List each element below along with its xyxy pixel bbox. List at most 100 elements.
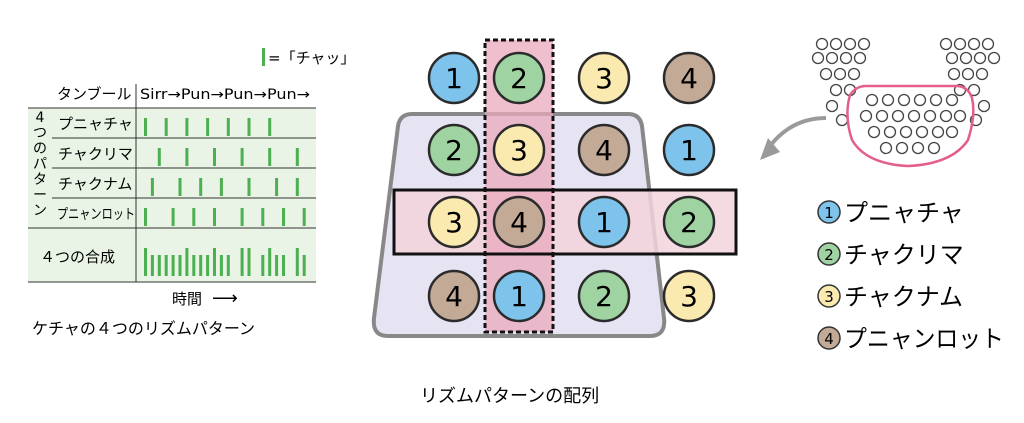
beat-mark bbox=[282, 208, 285, 226]
pattern-circle-number: 4 bbox=[510, 206, 528, 239]
beat-mark bbox=[240, 148, 244, 166]
beat-mark bbox=[268, 118, 272, 136]
column-frame bbox=[483, 38, 555, 334]
legend-swatch bbox=[817, 200, 841, 224]
performer-dot bbox=[945, 125, 959, 139]
performer-dot bbox=[973, 51, 987, 65]
performer-dot bbox=[825, 99, 839, 113]
pattern-circle bbox=[492, 269, 546, 323]
beat-legend-text: =「チャッ」 bbox=[268, 49, 355, 67]
beat-mark bbox=[157, 148, 161, 166]
pattern-circle-number: 3 bbox=[680, 280, 698, 313]
pattern-circle bbox=[577, 51, 631, 105]
pattern-circle bbox=[492, 195, 546, 249]
composite-beat-mark bbox=[295, 248, 299, 276]
performer-dot bbox=[875, 109, 889, 123]
composite-beat-mark bbox=[213, 248, 216, 276]
pattern-circle-number: 3 bbox=[595, 62, 613, 95]
performer-dot bbox=[911, 141, 925, 155]
pattern-circle-number: 1 bbox=[445, 62, 463, 95]
composite-beat-mark bbox=[302, 255, 306, 276]
beat-mark bbox=[199, 178, 203, 196]
composite-beat-mark bbox=[157, 255, 161, 276]
pattern-group-label-char: ン bbox=[33, 203, 47, 219]
beat-mark bbox=[247, 118, 251, 136]
beat-mark bbox=[268, 148, 272, 166]
performer-dot bbox=[939, 109, 953, 123]
beat-marks bbox=[144, 118, 306, 276]
pattern-circle bbox=[662, 269, 716, 323]
pattern-circle bbox=[427, 195, 481, 249]
performer-dot bbox=[819, 67, 833, 81]
composite-beat-mark bbox=[247, 248, 251, 276]
composite-beat-mark bbox=[192, 255, 196, 276]
beat-mark bbox=[247, 178, 251, 196]
pattern-circle-number: 3 bbox=[510, 134, 528, 167]
pattern-circle bbox=[662, 195, 716, 249]
beat-mark bbox=[302, 208, 306, 226]
beat-mark bbox=[295, 148, 299, 166]
composite-beat-mark bbox=[275, 255, 279, 276]
oval-performers bbox=[859, 93, 967, 155]
performer-dot bbox=[913, 93, 927, 107]
beat-mark bbox=[144, 118, 147, 136]
pattern-circle bbox=[427, 269, 481, 323]
pattern-table-bg bbox=[28, 108, 316, 282]
pattern-group-label-char: 4 bbox=[36, 110, 45, 126]
pattern-group-label-char: ー bbox=[33, 188, 47, 204]
performer-dot bbox=[915, 125, 929, 139]
row-frame bbox=[392, 188, 738, 256]
pattern-circle-number: 4 bbox=[595, 134, 613, 167]
tambourine-sequence: Sirr→Pun→Pun→Pun→ bbox=[140, 87, 310, 103]
performer-dot bbox=[833, 67, 847, 81]
beat-legend-bar bbox=[262, 48, 265, 66]
composite-beat-mark bbox=[261, 255, 265, 276]
performer-dot bbox=[959, 51, 973, 65]
performer-dot bbox=[975, 67, 989, 81]
performer-dot bbox=[879, 141, 893, 155]
beat-mark bbox=[192, 208, 196, 226]
beat-mark bbox=[185, 148, 189, 166]
composite-beat-mark bbox=[178, 255, 182, 276]
pattern-circle-number: 3 bbox=[445, 206, 463, 239]
performer-dot bbox=[825, 51, 839, 65]
beat-mark bbox=[178, 178, 182, 196]
performer-dot bbox=[847, 67, 861, 81]
performer-dot bbox=[929, 93, 943, 107]
pattern-circle bbox=[577, 269, 631, 323]
beat-mark bbox=[144, 208, 147, 226]
beat-mark bbox=[261, 208, 265, 226]
beat-mark bbox=[275, 178, 279, 196]
performer-dot bbox=[923, 109, 937, 123]
pattern-circle-number: 2 bbox=[680, 206, 698, 239]
performer-dot bbox=[939, 37, 953, 51]
composite-beat-mark bbox=[282, 255, 285, 276]
pattern-circle-number: 1 bbox=[510, 280, 528, 313]
performer-dot bbox=[947, 67, 961, 81]
composite-beat-mark bbox=[144, 248, 147, 276]
pattern-group-label-char: タ bbox=[33, 172, 47, 188]
performer-dot bbox=[953, 37, 967, 51]
legend-number: 2 bbox=[824, 246, 834, 264]
pattern-group-label-char: の bbox=[33, 141, 47, 157]
tambourine-label: タンブール bbox=[57, 85, 132, 103]
performer-crowd bbox=[811, 37, 1001, 127]
performer-dot bbox=[895, 141, 909, 155]
pattern-circle bbox=[427, 51, 481, 105]
composite-beat-mark bbox=[268, 248, 272, 276]
beat-mark bbox=[226, 118, 230, 136]
performer-dot bbox=[839, 51, 853, 65]
performer-dot bbox=[897, 93, 911, 107]
performer-dot bbox=[865, 93, 879, 107]
pattern-circle bbox=[662, 123, 716, 177]
legend-label: チャクナム bbox=[844, 283, 963, 311]
pattern-circle bbox=[492, 123, 546, 177]
performer-dot bbox=[857, 37, 871, 51]
performer-dot bbox=[899, 125, 913, 139]
performer-dot bbox=[859, 109, 873, 123]
performer-dot bbox=[927, 141, 941, 155]
performer-dot bbox=[961, 67, 975, 81]
